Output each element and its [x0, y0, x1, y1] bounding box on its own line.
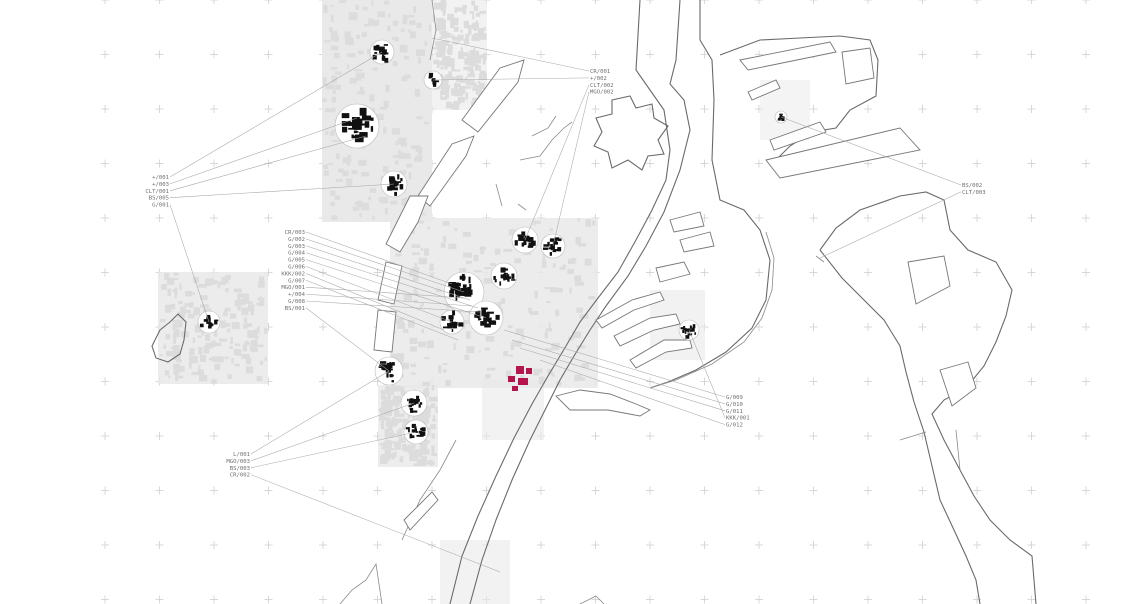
leader-line	[169, 117, 358, 185]
site-label: CR/002	[230, 473, 250, 479]
site-label: G/012	[726, 423, 743, 429]
site-label: G/011	[726, 409, 743, 415]
figure-ground-circle	[334, 103, 380, 149]
fortress-outline	[593, 95, 669, 171]
leader-line	[305, 245, 471, 301]
leader-line	[169, 51, 383, 178]
site-label: BS/002	[962, 183, 982, 189]
leader-line	[511, 339, 726, 405]
figure-ground-circle	[490, 262, 518, 290]
leader-line	[519, 347, 726, 412]
leader-line	[552, 91, 590, 247]
site-label: G/004	[288, 251, 305, 257]
site-label: G/002	[288, 237, 305, 243]
leader-line	[250, 474, 501, 573]
leader-line	[305, 238, 465, 293]
leader-line	[250, 402, 415, 462]
site-label: G/006	[288, 265, 305, 271]
leader-line	[305, 293, 473, 307]
site-label: G/003	[288, 244, 305, 250]
site-label: +/001	[152, 175, 169, 181]
leader-line	[305, 273, 445, 331]
site-label: G/005	[288, 258, 305, 264]
leader-line	[305, 252, 479, 309]
site-label: G/009	[726, 395, 743, 401]
site-label: G/001	[152, 203, 169, 209]
site-label: L/001	[233, 452, 250, 458]
site-label: +/004	[288, 292, 305, 298]
site-label: MGO/001	[281, 285, 305, 291]
site-label: CR/003	[285, 230, 305, 236]
leader-line	[305, 300, 481, 313]
label-group-center: CR/003G/002G/003G/004G/005G/006KKK/002G/…	[281, 230, 305, 312]
site-label: MGO/002	[590, 90, 614, 96]
leader-line	[250, 370, 390, 455]
site-label: CLT/001	[145, 189, 169, 195]
leader-line	[524, 84, 590, 241]
leader-line	[305, 231, 453, 285]
leader-line	[431, 37, 590, 72]
site-label: G/008	[288, 299, 305, 305]
leader-line	[169, 135, 367, 192]
leader-line	[305, 280, 459, 341]
leader-line	[780, 116, 962, 186]
site-label: MGO/003	[226, 459, 250, 465]
site-label: +/003	[152, 182, 169, 188]
site-labels: +/001+/003CLT/001BS/005G/001CR/001+/002C…	[145, 69, 985, 479]
site-label: BS/003	[230, 466, 250, 472]
leader-line	[819, 191, 962, 259]
lake-outline	[151, 313, 187, 363]
site-label: G/010	[726, 402, 743, 408]
leader-line	[250, 431, 417, 469]
leader-line	[169, 204, 210, 323]
leader-line	[688, 329, 726, 418]
leader-line	[305, 286, 465, 299]
site-label: BS/005	[149, 196, 169, 202]
site-label: CR/001	[590, 69, 610, 75]
site-label: BS/001	[285, 306, 305, 312]
site-label: +/002	[590, 76, 607, 82]
leader-line	[432, 77, 590, 81]
leader-line	[503, 329, 726, 398]
site-label: CLT/003	[962, 190, 986, 196]
leader-line	[539, 359, 726, 425]
site-label: CLT/002	[590, 83, 614, 89]
leader-line	[305, 259, 487, 319]
highlight-project-site	[508, 366, 532, 391]
leader-line	[169, 183, 395, 198]
leader-line	[305, 266, 453, 323]
leader-line	[305, 307, 390, 372]
figure-ground-circle	[774, 110, 788, 124]
site-label: KKK/001	[726, 416, 750, 422]
leader-lines	[169, 37, 962, 573]
site-label: KKK/002	[281, 271, 305, 277]
site-label: G/007	[288, 278, 305, 284]
